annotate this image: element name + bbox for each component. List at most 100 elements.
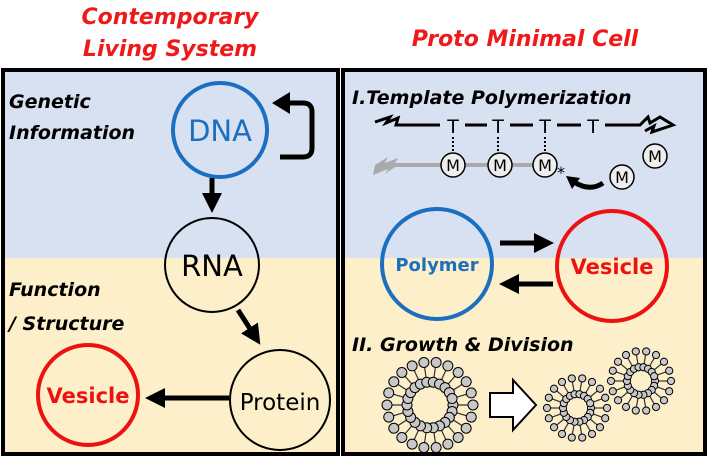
lipid-head-outer xyxy=(606,376,616,386)
lipid-head-outer xyxy=(549,423,559,432)
lipid-head-outer xyxy=(631,406,640,415)
lipid-head-outer xyxy=(418,356,430,368)
rna-to-protein-arrow xyxy=(235,308,261,345)
large-lipid-vesicle xyxy=(381,356,479,454)
template-unit: T xyxy=(491,116,504,138)
lipid-head-outer xyxy=(601,414,610,423)
lipid-head-outer xyxy=(613,396,623,405)
lipid-head-outer xyxy=(651,402,661,412)
rna-label: RNA xyxy=(181,249,243,283)
function-label-2: / Structure xyxy=(7,313,124,335)
lipid-head-outer xyxy=(452,431,464,443)
dna-label: DNA xyxy=(188,114,252,148)
monomer-addition-arrow xyxy=(572,179,605,190)
lipid-head-outer xyxy=(665,366,674,375)
lipid-head-outer xyxy=(418,442,430,454)
lipid-head-outer xyxy=(578,433,587,442)
lipid-head-outer xyxy=(608,387,617,396)
lipid-head-outer xyxy=(381,399,393,411)
lipid-head-outer xyxy=(549,384,559,393)
lipid-head-outer xyxy=(430,442,442,454)
lipid-head-outer xyxy=(383,387,395,399)
lipid-head-outer xyxy=(542,403,552,413)
template-unit: T xyxy=(446,116,459,138)
lipid-head-outer xyxy=(383,411,395,423)
lipid-head-outer xyxy=(460,422,472,434)
proto-vesicle-circle xyxy=(555,209,669,323)
lipid-head-outer xyxy=(388,422,400,434)
right-panel-border xyxy=(341,68,707,456)
lipid-head-outer xyxy=(388,376,400,388)
section1-title: I.Template Polymerization xyxy=(352,87,632,109)
lipid-head-outer xyxy=(467,399,479,411)
lipid-head-outer xyxy=(595,384,605,393)
lipid-head-outer xyxy=(595,423,605,432)
daughter-vesicle-1 xyxy=(542,374,612,442)
lipid-head-outer xyxy=(659,357,669,366)
polymer-label: Polymer xyxy=(395,255,478,276)
lipid-head-inner xyxy=(446,393,458,405)
lipid-head-outer xyxy=(567,433,576,442)
vesicle-label: Vesicle xyxy=(47,384,130,408)
genetic-label-1: Genetic xyxy=(9,91,91,113)
growth-region xyxy=(343,258,705,454)
left-title-line2: Living System xyxy=(83,37,257,62)
lipid-head-outer xyxy=(642,347,651,356)
lipid-head-inner xyxy=(650,372,659,381)
protein-circle xyxy=(229,349,331,451)
right-title: Proto Minimal Cell xyxy=(412,27,639,52)
section2-title: II. Growth & Division xyxy=(352,334,574,356)
lipid-head-outer xyxy=(621,402,631,412)
genetic-label-2: Information xyxy=(9,122,135,144)
lipid-head-outer xyxy=(631,347,640,356)
self-replication-arrow xyxy=(280,100,315,160)
lipid-head-outer xyxy=(430,356,442,368)
lipid-head-outer xyxy=(608,366,617,375)
lipid-head-outer xyxy=(665,387,674,396)
monomer xyxy=(487,152,513,178)
left-panel-border xyxy=(1,68,340,456)
monomer xyxy=(609,164,635,190)
lipid-head-outer xyxy=(557,377,567,387)
vesicle-circle xyxy=(36,343,140,447)
lipid-head-outer xyxy=(613,357,623,366)
monomer-addition-arrowhead xyxy=(566,176,580,189)
lipid-head-outer xyxy=(460,376,472,388)
lipid-head-outer xyxy=(602,403,612,413)
self-replication-arrowhead xyxy=(272,92,290,114)
lipid-head-outer xyxy=(406,438,418,450)
dna-circle xyxy=(171,81,269,179)
lipid-head-outer xyxy=(452,367,464,379)
lipid-head-outer xyxy=(544,414,553,423)
monomer-label: M xyxy=(446,156,460,175)
lipid-head-outer xyxy=(621,350,631,360)
template-backbone xyxy=(374,114,677,135)
monomer xyxy=(440,152,466,178)
left-title-line1: Contemporary xyxy=(81,5,260,30)
left-panel: Genetic Information Function / Structure… xyxy=(1,68,340,456)
lipid-head-outer xyxy=(396,431,408,443)
daughter-vesicle-2 xyxy=(606,347,676,415)
function-label-1: Function xyxy=(9,279,101,301)
template-unit: T xyxy=(538,116,551,138)
polymer-circle xyxy=(380,207,494,321)
lipid-head-outer xyxy=(442,360,454,372)
lipid-head-outer xyxy=(465,411,477,423)
lipid-head-outer xyxy=(587,377,597,387)
lipid-head-outer xyxy=(406,360,418,372)
lipid-head-outer xyxy=(659,396,669,405)
lipid-head-outer xyxy=(557,429,567,439)
lipid-head-outer xyxy=(642,406,651,415)
rna-circle xyxy=(164,217,260,313)
monomer-label: M xyxy=(615,168,629,187)
monomer-label: M xyxy=(648,147,662,166)
division-arrow xyxy=(489,377,538,433)
lipid-head-outer xyxy=(666,376,676,386)
lipid-head-inner xyxy=(586,399,595,408)
monomer xyxy=(642,143,668,169)
